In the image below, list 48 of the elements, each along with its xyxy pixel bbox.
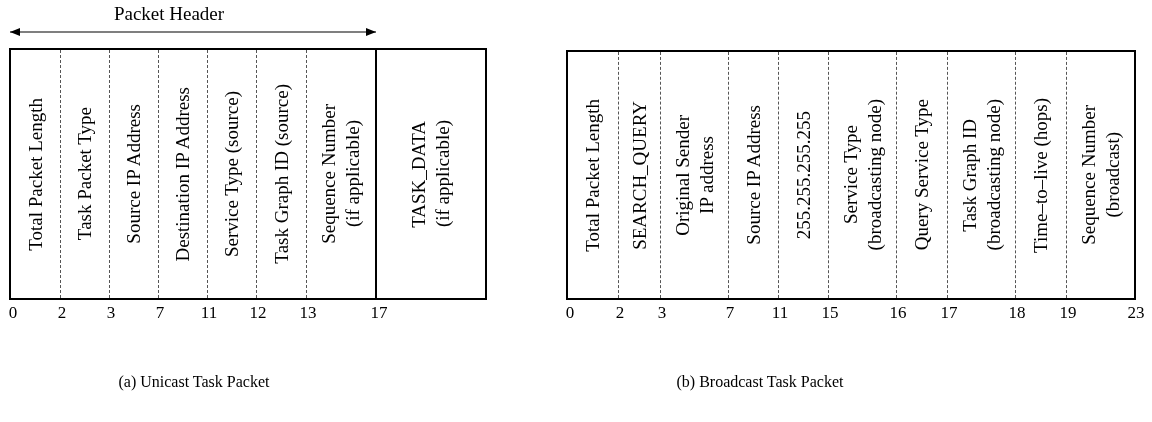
offset-label: 7 — [155, 303, 165, 323]
offset-label: 11 — [771, 303, 789, 323]
field-label: Total Packet Length — [24, 97, 47, 251]
field-label: Source IP Address — [742, 105, 765, 245]
offset-label: 3 — [106, 303, 116, 323]
offset-label: 13 — [299, 303, 317, 323]
packet-box — [9, 48, 487, 300]
field-label: Task Packet Type — [74, 107, 96, 241]
offset-label: 17 — [940, 303, 958, 323]
offset-label: 2 — [57, 303, 67, 323]
field-label: Time–to–live (hops) — [1030, 97, 1052, 253]
offset-label: 16 — [889, 303, 907, 323]
field-label: IP address — [695, 136, 718, 214]
offset-label: 18 — [1008, 303, 1026, 323]
field-label: (broadcasting node) — [982, 99, 1005, 251]
offset-label: 12 — [249, 303, 267, 323]
field-label: 255.255.255.255 — [792, 110, 815, 240]
field-label: Task Graph ID — [958, 118, 981, 232]
field-label: (if applicable) — [432, 120, 454, 228]
field-label: (broadcast) — [1101, 132, 1124, 218]
offset-label: 0 — [565, 303, 575, 323]
offset-label: 3 — [657, 303, 667, 323]
caption: (a) Unicast Task Packet — [118, 372, 270, 392]
field-label: Task Graph ID (source) — [270, 84, 293, 264]
offset-label: 7 — [725, 303, 735, 323]
offset-label: 19 — [1059, 303, 1077, 323]
field-label: Total Packet Length — [582, 98, 604, 252]
packet-box — [566, 50, 1136, 300]
field-label: Original Sender — [671, 114, 694, 236]
field-label: (broadcasting node) — [863, 99, 886, 251]
offset-label: 15 — [821, 303, 839, 323]
field-label: Destination IP Address — [172, 86, 194, 262]
offset-label: 11 — [200, 303, 218, 323]
field-label: SEARCH_QUERY — [628, 100, 651, 250]
field-label: Source IP Address — [123, 104, 145, 244]
field-label: Service Type — [839, 125, 862, 225]
offset-label: 17 — [370, 303, 388, 323]
field-label: (if applicable) — [342, 120, 364, 228]
caption: (b) Broadcast Task Packet — [676, 372, 844, 392]
field-label: Sequence Number — [1077, 105, 1100, 245]
field-label: Query Service Type — [911, 99, 933, 251]
offset-label: 0 — [8, 303, 18, 323]
offset-label: 2 — [615, 303, 625, 323]
offset-label: 23 — [1127, 303, 1145, 323]
field-label: Sequence Number — [318, 104, 340, 244]
field-label: TASK_DATA — [408, 120, 430, 228]
field-label: Service Type (source) — [221, 90, 243, 258]
dimension-label: Packet Header — [113, 3, 225, 25]
